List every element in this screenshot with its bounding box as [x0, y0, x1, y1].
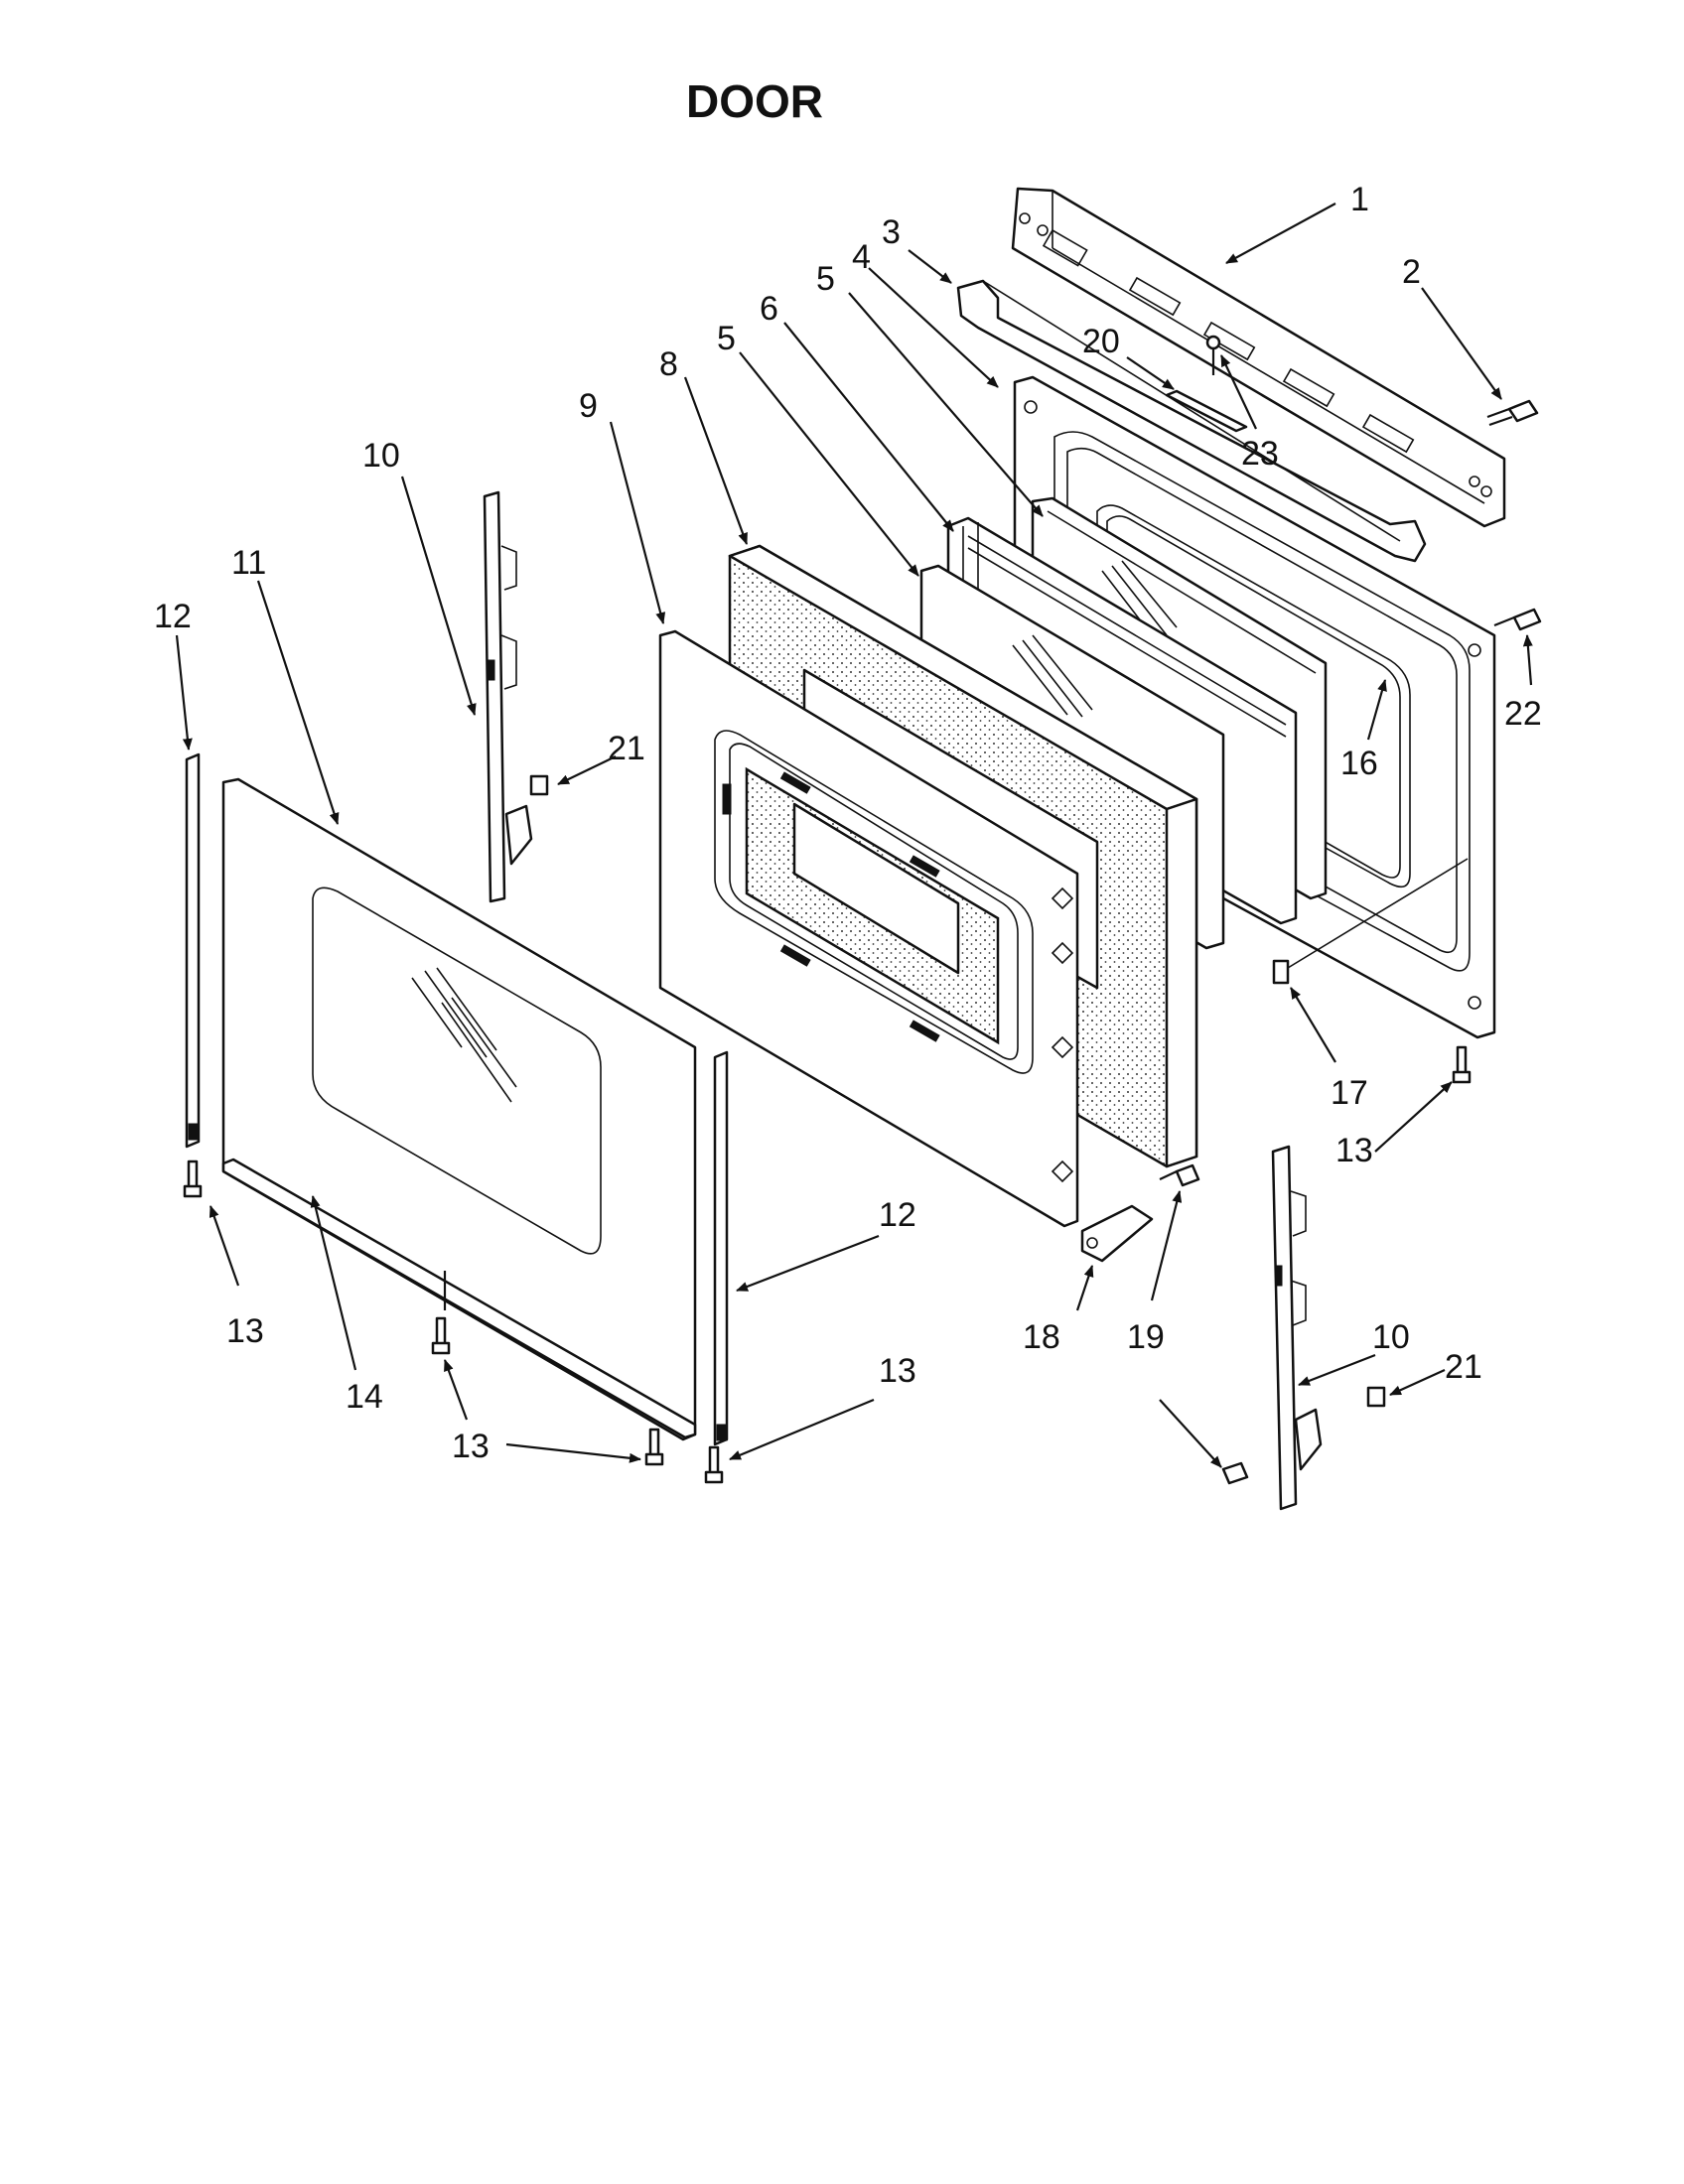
part-19-screw-upper: [1159, 1163, 1200, 1187]
callout-10-right: 10: [1372, 1318, 1410, 1356]
callout-21-right: 21: [1445, 1348, 1482, 1386]
callout-11: 11: [231, 544, 266, 582]
part-23-screw: [1205, 335, 1221, 375]
part-19-screw-lower: [1221, 1461, 1249, 1485]
part-13-screw-mid: [431, 1316, 451, 1355]
part-2-screw: [1486, 399, 1539, 427]
callout-6: 6: [760, 290, 778, 328]
callout-13-left: 13: [226, 1312, 264, 1350]
part-18-door-bracket: [1080, 1204, 1154, 1263]
callout-5-rear: 5: [816, 260, 835, 298]
part-20-baffle: [1165, 389, 1248, 433]
part-13-screw-right-trim: [704, 1445, 724, 1484]
callout-18: 18: [1023, 1318, 1060, 1356]
part-13-screw-bottom: [644, 1428, 664, 1466]
page-title: DOOR: [686, 75, 823, 127]
part-13-screw-inner-panel: [1452, 1045, 1472, 1084]
part-1-control-panel: [1011, 187, 1506, 528]
part-10-hinge-right: [1271, 1145, 1323, 1511]
callout-22: 22: [1504, 695, 1542, 733]
callout-10-left: 10: [362, 437, 400, 475]
callout-12-right: 12: [879, 1196, 916, 1234]
callout-23: 23: [1241, 435, 1279, 473]
part-21-clip-left: [529, 774, 549, 796]
part-3-door-handle: [956, 279, 1427, 563]
callout-16: 16: [1340, 745, 1378, 782]
callout-2: 2: [1402, 253, 1421, 291]
callout-4: 4: [852, 238, 871, 276]
part-21-clip-right: [1366, 1386, 1386, 1408]
callout-13-right-trim: 13: [879, 1352, 916, 1390]
callout-13-bottom: 13: [452, 1428, 490, 1465]
part-11-outer-door-panel: [221, 777, 697, 1441]
callout-21-left: 21: [608, 730, 645, 767]
callout-9: 9: [579, 387, 598, 425]
leader-lines: [175, 203, 1533, 1468]
part-13-screw-left: [183, 1160, 203, 1198]
callout-13-inner: 13: [1335, 1132, 1373, 1169]
callout-12-left: 12: [154, 598, 192, 635]
callout-19: 19: [1127, 1318, 1165, 1356]
callout-3: 3: [882, 213, 901, 251]
part-12-side-trim-right: [713, 1050, 729, 1446]
part-10-hinge-left: [483, 490, 533, 903]
callout-17: 17: [1331, 1074, 1368, 1112]
part-22-screw: [1493, 608, 1542, 631]
callout-20: 20: [1082, 323, 1120, 360]
callout-5-front: 5: [717, 320, 736, 357]
callout-labels: 1 2 3 4 5 6 5 8 9 10 11 12 21 20 23 22 1…: [154, 181, 1542, 1465]
part-12-side-trim-left: [185, 752, 201, 1149]
callout-8: 8: [659, 345, 678, 383]
callout-14: 14: [346, 1378, 383, 1416]
callout-1: 1: [1350, 181, 1369, 218]
part-9-door-liner-frame: [658, 629, 1079, 1228]
part-17-bracket: [1272, 858, 1469, 985]
part-14-bottom-trim: [221, 1158, 697, 1439]
